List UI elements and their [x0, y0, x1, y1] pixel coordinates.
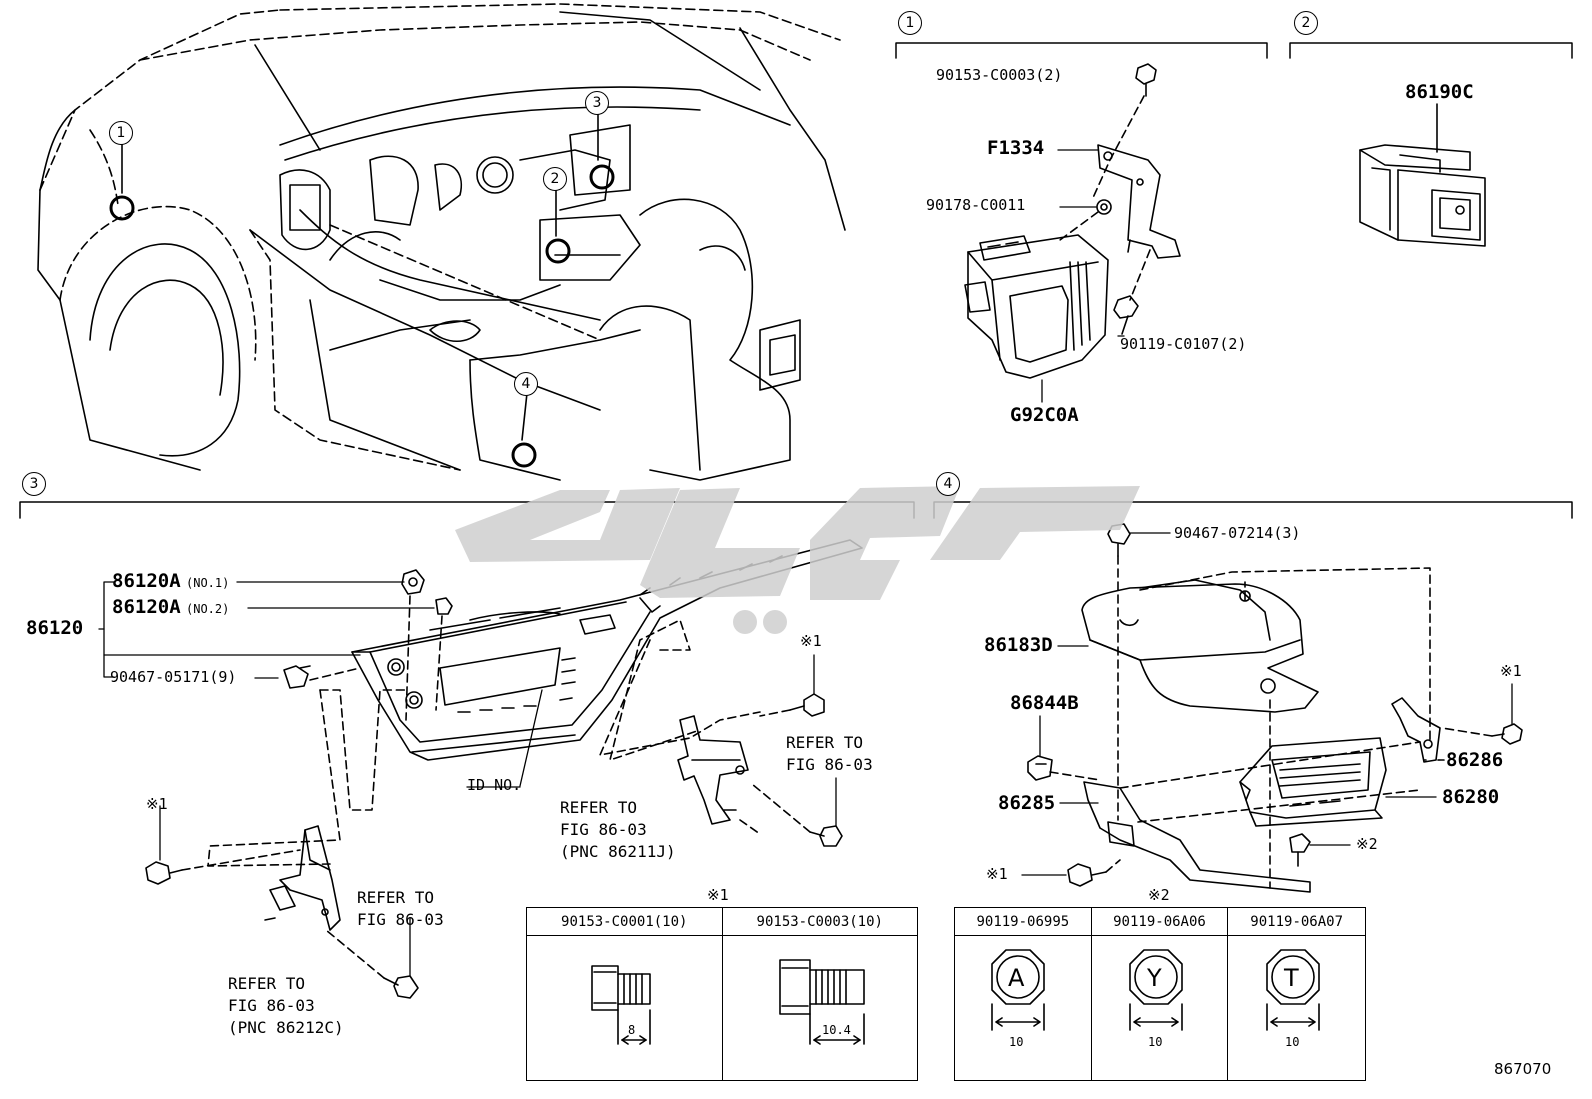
part-86844B: 86844B: [1010, 692, 1079, 714]
part-86120A-no2: 86120A: [112, 596, 181, 618]
table2-dim-1: 10: [1009, 1035, 1024, 1049]
section-number-1: 1: [898, 11, 922, 35]
car-marker-3: 3: [585, 91, 609, 115]
car-location-rings: [109, 164, 615, 468]
car-marker-1: 1: [109, 121, 133, 145]
refer-fig-b-line3: (PNC 86211J): [560, 842, 676, 861]
table2: 90119-06995 90119-06A06 90119-06A07: [954, 907, 1366, 1081]
table1-cell-1: [526, 935, 723, 1081]
part-86286: 86286: [1446, 749, 1504, 771]
part-86190C: 86190C: [1405, 81, 1474, 103]
refer-fig-a-line2: FIG 86-03: [786, 755, 873, 774]
sec2-drawing: [1359, 103, 1486, 247]
section-number-2: 2: [1294, 11, 1318, 35]
table1: 90153-C0001(10) 90153-C0003(10): [526, 907, 918, 1081]
bolt-letter-Y: Y: [1147, 964, 1162, 992]
mark-sec3-left: ※1: [146, 795, 168, 813]
table1-header-1: 90153-C0001(10): [526, 907, 723, 936]
table1-header-2: 90153-C0003(10): [721, 907, 918, 936]
part-86120A-no1-note: (NO.1): [186, 576, 230, 590]
table2-dim-2: 10: [1148, 1035, 1163, 1049]
sec1-leaders: [1041, 149, 1125, 403]
mark-sec4-bolt: ※2: [1356, 835, 1378, 853]
car-callout-leaders: [121, 113, 599, 441]
table2-header-1: 90119-06995: [954, 907, 1092, 936]
table1-dim-2: 10.4: [822, 1023, 851, 1037]
table2-cell-2: [1090, 935, 1229, 1081]
part-90153-C0003: 90153-C0003(2): [936, 66, 1063, 84]
car-interior-illustration: [37, 3, 846, 481]
part-86183D: 86183D: [984, 634, 1053, 656]
figure-number: 867070: [1494, 1060, 1552, 1078]
table2-header-2: 90119-06A06: [1090, 907, 1229, 936]
section-number-3: 3: [22, 472, 46, 496]
refer-fig-d-line1: REFER TO: [228, 974, 306, 993]
car-marker-4: 4: [514, 372, 538, 396]
watermark-logo: [455, 486, 1140, 634]
part-90119-C0107: 90119-C0107(2): [1120, 335, 1247, 353]
table2-mark: ※2: [1148, 886, 1170, 904]
mark-sec3-right: ※1: [800, 632, 822, 650]
refer-fig-d-line2: FIG 86-03: [228, 996, 315, 1015]
refer-fig-c-line2: FIG 86-03: [357, 910, 444, 929]
mark-sec4-right: ※1: [1500, 662, 1522, 680]
part-86285: 86285: [998, 792, 1056, 814]
table1-mark: ※1: [707, 886, 729, 904]
bolt-letter-T: T: [1284, 964, 1299, 992]
part-86280: 86280: [1442, 786, 1500, 808]
part-86120A-no1: 86120A: [112, 570, 181, 592]
section-brackets: [19, 42, 1573, 519]
id-no-label: ID NO.: [467, 776, 522, 794]
part-90467-07214: 90467-07214(3): [1174, 524, 1301, 542]
refer-fig-d-line3: (PNC 86212C): [228, 1018, 344, 1037]
refer-fig-b-line1: REFER TO: [560, 798, 638, 817]
section-number-4: 4: [936, 472, 960, 496]
table2-dim-3: 10: [1285, 1035, 1300, 1049]
sec4-drawing: [1021, 523, 1523, 893]
sec1-drawing: [964, 63, 1181, 379]
table1-cell-2: [721, 935, 918, 1081]
refer-fig-a-line1: REFER TO: [786, 733, 864, 752]
part-90178-C0011: 90178-C0011: [926, 196, 1026, 214]
part-86120A-no2-note: (NO.2): [186, 602, 230, 616]
bolt-letter-A: A: [1008, 964, 1025, 992]
part-F1334: F1334: [987, 137, 1045, 159]
table1-dim-1: 8: [628, 1023, 636, 1037]
car-marker-2: 2: [543, 167, 567, 191]
part-G92C0A: G92C0A: [1010, 404, 1079, 426]
table2-cell-1: [954, 935, 1092, 1081]
table2-cell-3: [1227, 935, 1366, 1081]
mark-sec4-left: ※1: [986, 865, 1008, 883]
part-90467-05171: 90467-05171(9): [110, 668, 237, 686]
refer-fig-c-line1: REFER TO: [357, 888, 435, 907]
part-86120: 86120: [26, 617, 84, 639]
refer-fig-b-line2: FIG 86-03: [560, 820, 647, 839]
table2-header-3: 90119-06A07: [1227, 907, 1366, 936]
